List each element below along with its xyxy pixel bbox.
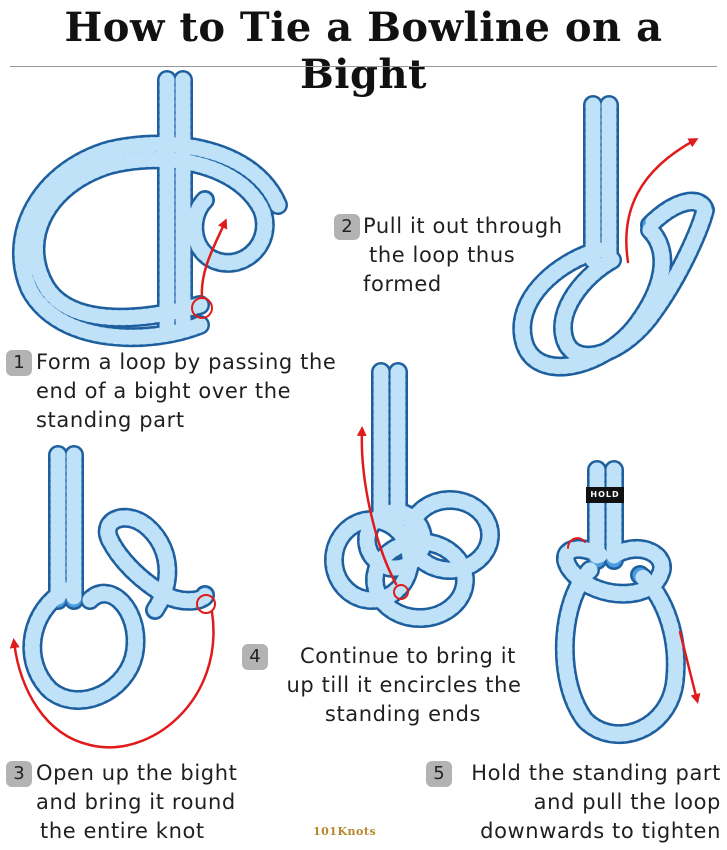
step3-line: and bring it round	[36, 790, 236, 814]
step5-line: and pull the loop	[533, 790, 721, 814]
step3-line: Open up the bight	[36, 761, 238, 785]
step4-line: standing ends	[324, 702, 482, 726]
hold-label: HOLD	[586, 487, 624, 503]
step4-rope-illustration	[324, 362, 500, 628]
step1-line: Form a loop by passing the	[36, 350, 337, 374]
step5-badge: 5	[426, 761, 452, 787]
step3-rope-illustration	[9, 445, 216, 749]
step3-badge: 3	[6, 761, 32, 787]
step3-line: the entire knot	[40, 819, 205, 843]
brand-logo: 101Knots	[313, 825, 377, 838]
step4-caption: Continue to bring it up till it encircle…	[238, 642, 538, 729]
step2-line: the loop thus	[369, 243, 516, 267]
step1-badge: 1	[6, 350, 32, 376]
step4-line: Continue to bring it	[299, 644, 517, 668]
step5-line: Hold the standing part	[471, 761, 721, 785]
step4-line: up till it encircles the	[286, 673, 522, 697]
step2-caption: Pull it out through the loop thus formed	[363, 212, 563, 299]
step2-line: formed	[363, 272, 442, 296]
step2-rope-illustration	[512, 95, 715, 377]
step4-badge: 4	[242, 644, 268, 670]
step5-line: downwards to tighten	[480, 819, 721, 843]
step1-line: end of a bight over the	[36, 379, 292, 403]
step5-caption: Hold the standing part and pull the loop…	[455, 759, 721, 846]
title-divider	[10, 66, 717, 67]
step1-caption: Form a loop by passing the end of a bigh…	[36, 348, 336, 435]
step3-caption: Open up the bight and bring it round the…	[36, 759, 237, 846]
step5-rope-illustration	[554, 460, 701, 745]
step1-rope-illustration	[12, 70, 288, 348]
page-title: How to Tie a Bowline on a Bight	[64, 4, 663, 98]
step2-line: Pull it out through	[363, 214, 563, 238]
step1-line: standing part	[36, 408, 185, 432]
step2-badge: 2	[334, 214, 360, 240]
